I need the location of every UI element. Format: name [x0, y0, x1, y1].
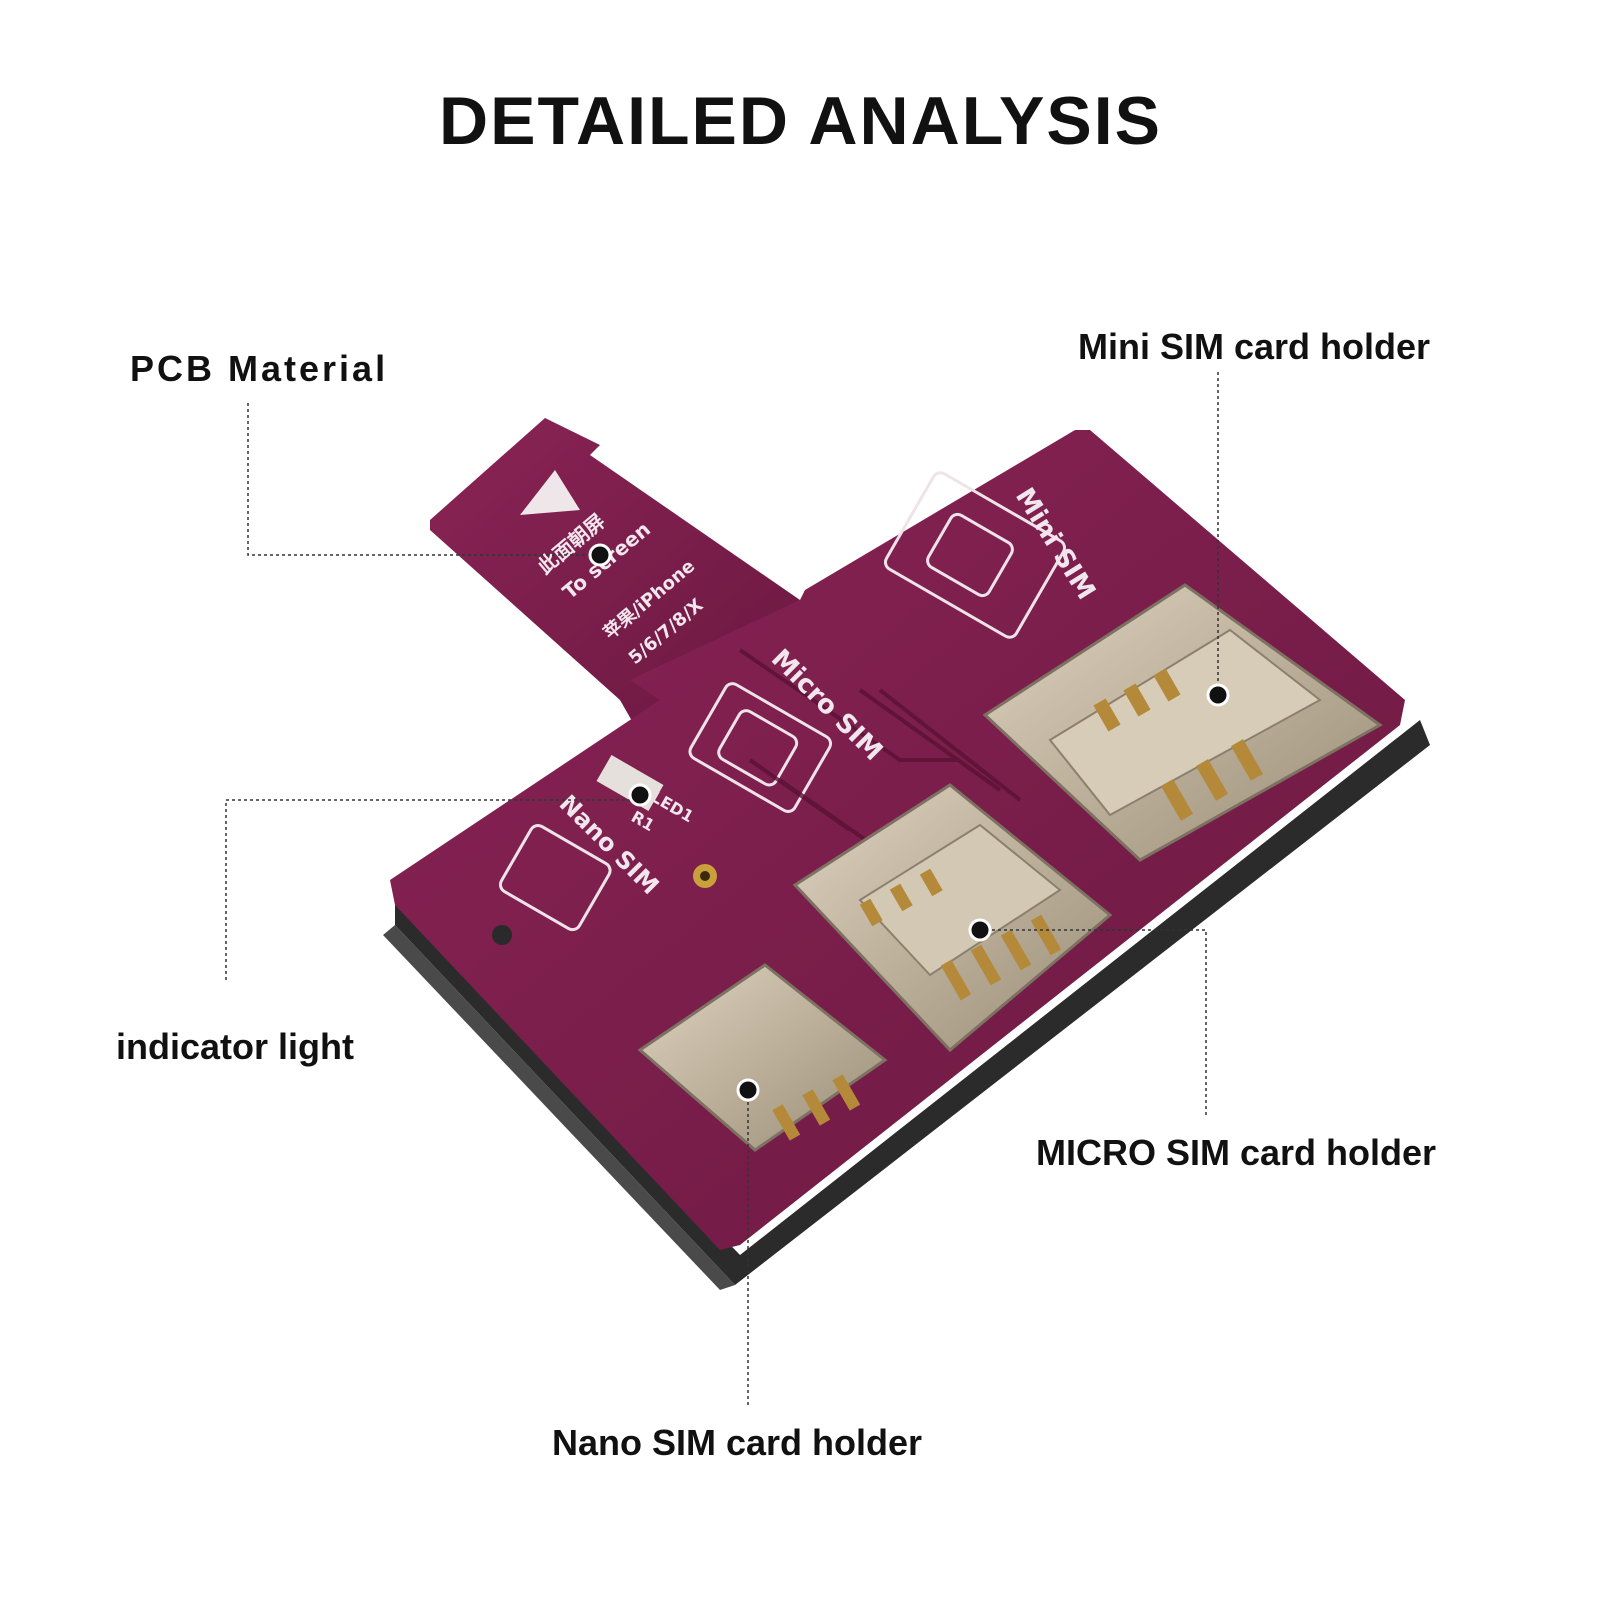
indicator-light-label: indicator light [116, 1026, 354, 1067]
via-hole [700, 871, 710, 881]
nano-sim-silkscreen [498, 824, 612, 932]
arrow-up-icon [520, 470, 580, 515]
mini-sim-holder [982, 583, 1383, 862]
mount-hole [492, 925, 512, 945]
pcb-leader-dot [588, 543, 612, 567]
nano-leader-dot [736, 1078, 760, 1102]
micro-sim-holder [792, 783, 1113, 1053]
mini-sim-silkscreen [883, 471, 1067, 639]
callout-leaders [225, 372, 1219, 1408]
pcb-material-label: PCB Material [130, 348, 389, 389]
board-edge [383, 720, 1430, 1290]
micro-sim-silkscreen [688, 682, 833, 813]
nano-sim-holder [637, 963, 888, 1152]
pcb-traces [738, 648, 1022, 852]
micro-sim-holder-label: MICRO SIM card holder [1036, 1132, 1437, 1173]
micro-leader-dot [968, 918, 992, 942]
mini-leader-dot [1206, 683, 1230, 707]
pcb-leader-line [247, 403, 600, 556]
mini-sim-holder-label: Mini SIM card holder [1078, 326, 1431, 367]
callout-dots [588, 543, 1230, 1102]
indicator-leader-dot [628, 783, 652, 807]
page-title: DETAILED ANALYSIS [439, 83, 1162, 159]
indicator-leader-line [225, 799, 640, 980]
nano-sim-holder-label: Nano SIM card holder [552, 1422, 923, 1463]
